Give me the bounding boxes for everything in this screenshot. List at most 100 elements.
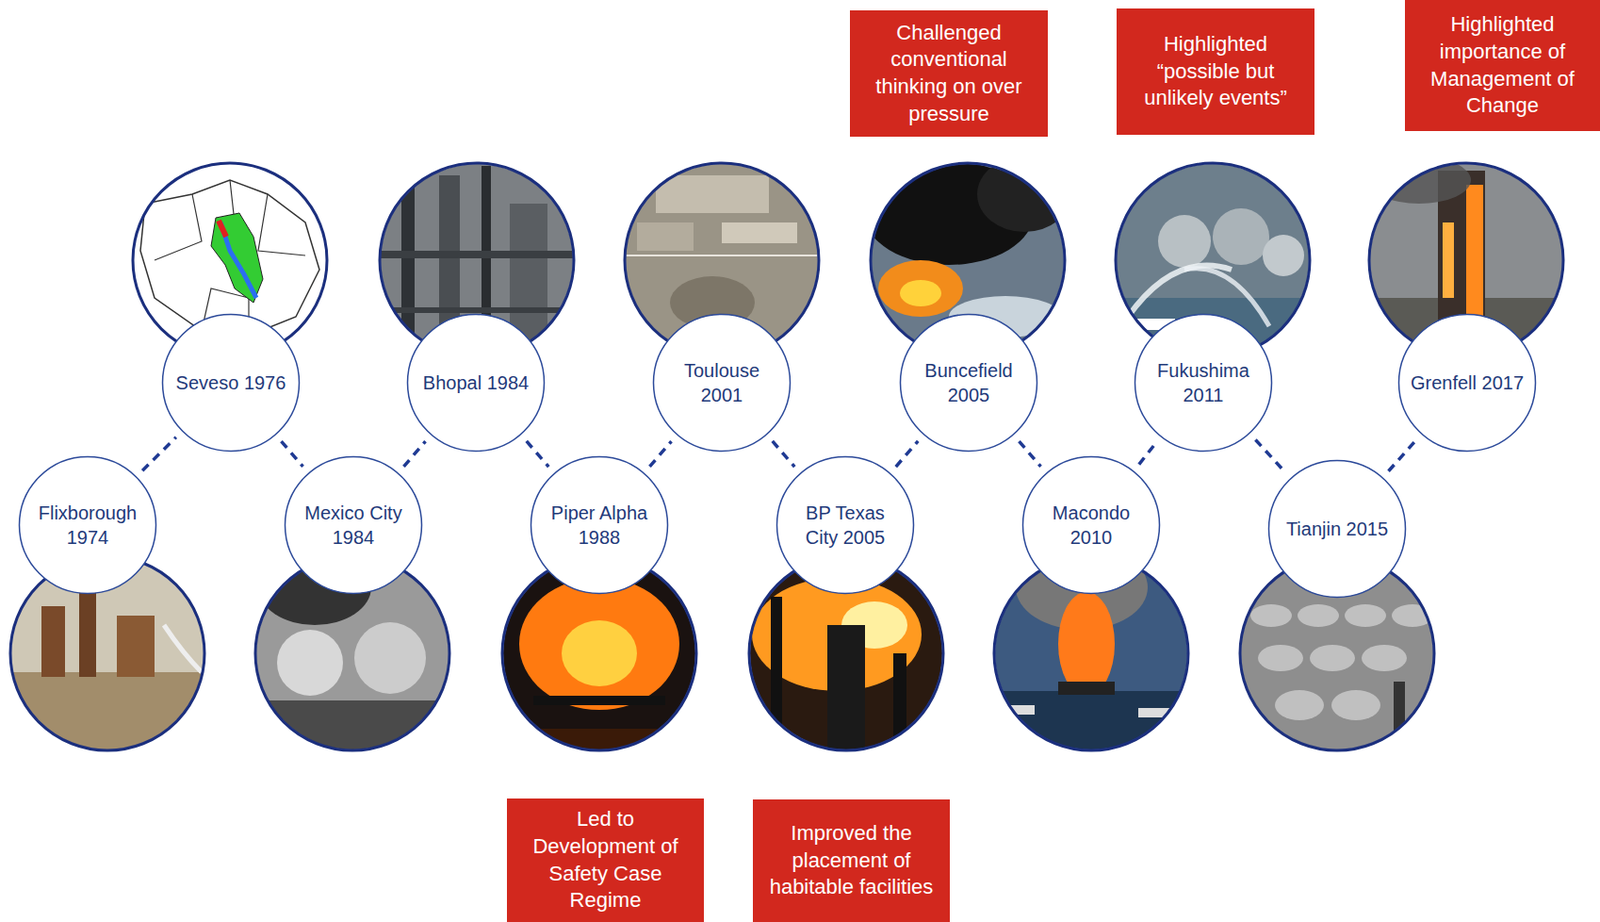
circle-shape <box>653 314 791 452</box>
circle-shape <box>163 314 300 452</box>
platform <box>533 695 666 705</box>
circle-outline <box>1021 455 1161 595</box>
circle-label: Piper Alpha 1988 <box>542 500 657 550</box>
lesson-callout: Challenged conventional thinking on over… <box>849 10 1048 137</box>
lesson-text: Highlighted importance of Management of … <box>1412 11 1593 119</box>
ruined-column <box>41 605 66 677</box>
circle-label: Mexico City 1984 <box>296 500 411 550</box>
rig <box>1058 681 1115 695</box>
lesson-text: Improved the placement of habitable faci… <box>760 819 943 901</box>
incident-circle: Mexico City 1984 <box>283 455 424 595</box>
car <box>1274 689 1324 720</box>
incident-label: Tianjin 2015 <box>1280 516 1395 541</box>
dashed-connector <box>1388 440 1417 472</box>
circle-shape <box>408 314 545 452</box>
dashed-connector <box>1019 440 1042 467</box>
ground <box>248 700 457 757</box>
circle-label: Bhopal 1984 <box>419 370 534 395</box>
car <box>1344 604 1387 627</box>
circle-outline <box>898 312 1039 453</box>
circle-label: Fukushima 2011 <box>1146 358 1261 408</box>
car <box>1257 644 1304 671</box>
car <box>1331 689 1381 720</box>
structure <box>827 624 866 757</box>
circle-outline <box>529 455 670 595</box>
incident-label: Seveso 1976 <box>174 370 289 395</box>
sphere-tank <box>1262 234 1305 277</box>
circle-shape <box>1399 314 1536 452</box>
circle-label: Toulouse 2001 <box>665 358 780 408</box>
incident-circle: Toulouse 2001 <box>652 312 792 453</box>
incident-circle: Macondo 2010 <box>1021 455 1161 595</box>
lesson-callout: Led to Development of Safety Case Regime <box>506 798 704 922</box>
lpg-sphere <box>354 621 426 694</box>
incident-label: Toulouse 2001 <box>665 358 780 408</box>
burnt-cars <box>1250 604 1434 720</box>
zone-a <box>218 220 227 237</box>
circle-label: Buncefield 2005 <box>912 358 1027 408</box>
car <box>1309 644 1356 671</box>
dashed-connector <box>142 437 177 471</box>
circle-outline <box>17 455 158 595</box>
dashed-connector <box>404 440 426 467</box>
building <box>721 222 798 244</box>
circle-label: BP Texas City 2005 <box>788 500 903 550</box>
ruined-column <box>79 587 97 677</box>
incident-circle: Piper Alpha 1988 <box>529 455 670 595</box>
circle-shape <box>1135 314 1273 452</box>
building <box>636 222 694 251</box>
structure <box>770 596 783 757</box>
dashed-connector <box>526 440 550 467</box>
incident-label: Mexico City 1984 <box>296 500 411 550</box>
car <box>1250 604 1292 627</box>
gantry <box>373 250 581 259</box>
dashed-connector <box>1255 439 1285 472</box>
lesson-text: Led to Development of Safety Case Regime <box>514 805 697 914</box>
circle-shape <box>777 457 915 594</box>
incident-label: Buncefield 2005 <box>912 358 1027 408</box>
circle-shape <box>900 314 1038 452</box>
circle-label: Macondo 2010 <box>1034 500 1149 550</box>
lesson-text: Challenged conventional thinking on over… <box>857 19 1041 128</box>
fire <box>519 577 680 710</box>
circle-outline <box>652 312 792 453</box>
circle-shape <box>1269 460 1406 598</box>
incident-circle: Bhopal 1984 <box>406 312 546 453</box>
ruined-vessel <box>116 615 155 677</box>
circle-shape <box>285 457 423 594</box>
incident-circle: BP Texas City 2005 <box>775 455 915 595</box>
incident-circle: Buncefield 2005 <box>898 312 1039 453</box>
sea <box>495 728 703 757</box>
road <box>618 254 826 257</box>
map-border <box>140 179 320 336</box>
incident-circle: Tianjin 2015 <box>1267 458 1407 599</box>
dashed-connector <box>1139 442 1156 464</box>
incident-label: Macondo 2010 <box>1034 500 1149 550</box>
lesson-callout: Highlighted importance of Management of … <box>1404 0 1600 131</box>
fire <box>878 260 964 317</box>
dashed-connector <box>650 440 672 467</box>
rubble <box>3 671 212 757</box>
structure <box>893 653 907 757</box>
circle-label: Tianjin 2015 <box>1280 516 1395 541</box>
fire <box>1058 591 1115 696</box>
incident-circle: Flixborough 1974 <box>17 455 158 595</box>
incident-label: Bhopal 1984 <box>419 370 534 395</box>
fire-core <box>899 279 942 307</box>
incident-circle: Seveso 1976 <box>161 312 301 453</box>
flames <box>1442 222 1454 298</box>
incident-label: Grenfell 2017 <box>1410 370 1525 395</box>
sphere-tank <box>1158 214 1211 268</box>
circle-label: Flixborough 1974 <box>31 500 146 550</box>
gantry <box>373 307 581 313</box>
fire-core <box>561 620 637 686</box>
sphere-tank <box>1212 208 1270 265</box>
circle-shape <box>19 457 157 594</box>
circle-label: Grenfell 2017 <box>1410 370 1525 395</box>
circle-shape <box>531 457 669 594</box>
incident-label: Flixborough 1974 <box>31 500 146 550</box>
dashed-connector <box>281 440 304 467</box>
water-jet <box>163 624 202 672</box>
